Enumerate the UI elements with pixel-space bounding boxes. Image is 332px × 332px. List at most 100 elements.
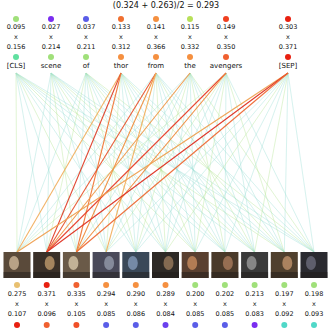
frame-shade — [271, 272, 298, 278]
score-dot — [14, 282, 20, 288]
multiply-sign: x — [286, 33, 290, 41]
attention-line — [136, 73, 288, 252]
score-dot — [285, 16, 291, 22]
multiply-sign: x — [253, 300, 257, 308]
attention-line — [16, 73, 195, 252]
frame-figure — [45, 256, 55, 270]
score-value: 0.105 — [67, 310, 86, 318]
score-dot — [285, 54, 291, 60]
multiply-sign: x — [14, 33, 18, 41]
score-value: 0.141 — [147, 23, 166, 31]
attention-line — [86, 73, 255, 252]
attention-line — [76, 73, 288, 252]
frame-figure — [9, 256, 19, 270]
score-dot — [163, 282, 169, 288]
score-value: 0.084 — [156, 310, 175, 318]
score-value: 0.371 — [37, 290, 56, 298]
score-dot — [153, 16, 159, 22]
attention-line — [51, 73, 314, 252]
frame-shade — [122, 272, 149, 278]
score-dot — [223, 54, 229, 60]
attention-line — [190, 73, 225, 252]
attention-line — [16, 73, 76, 252]
score-dot — [311, 322, 317, 328]
score-value: 0.289 — [156, 290, 175, 298]
score-dot — [163, 322, 169, 328]
attention-line — [47, 73, 226, 252]
attention-line — [86, 73, 314, 252]
attention-line — [156, 73, 255, 252]
attention-line — [226, 73, 284, 252]
multiply-sign: x — [164, 300, 168, 308]
multiply-sign: x — [134, 300, 138, 308]
score-value: 0.085 — [216, 310, 235, 318]
multiply-sign: x — [119, 33, 123, 41]
attention-line — [17, 73, 226, 252]
attention-line — [166, 73, 227, 252]
score-dot — [222, 322, 228, 328]
token-word: [CLS] — [7, 62, 26, 70]
token-word: the — [184, 62, 196, 70]
score-value: 0.213 — [245, 290, 264, 298]
attention-line — [166, 73, 289, 252]
attention-line — [225, 73, 226, 252]
score-dot — [192, 322, 198, 328]
frame-figure — [247, 256, 257, 270]
attention-line — [255, 73, 288, 252]
score-dot — [281, 282, 287, 288]
attention-line — [17, 73, 51, 252]
score-dot — [252, 282, 258, 288]
frame-shade — [301, 272, 328, 278]
score-value: 0.303 — [279, 23, 298, 31]
score-dot — [222, 282, 228, 288]
frame-figure — [68, 256, 78, 270]
score-dot — [48, 16, 54, 22]
score-dot — [13, 16, 19, 22]
frame-figure — [187, 256, 197, 270]
score-value: 0.214 — [42, 43, 61, 51]
attention-line — [47, 73, 156, 252]
attention-line — [226, 73, 314, 252]
multiply-sign: x — [188, 33, 192, 41]
attention-line — [16, 73, 17, 252]
score-value: 0.083 — [245, 310, 264, 318]
attention-line — [288, 73, 314, 252]
score-dot — [187, 54, 193, 60]
score-value: 0.092 — [275, 310, 294, 318]
attention-line — [16, 73, 314, 252]
score-dot — [187, 16, 193, 22]
attention-line — [226, 73, 255, 252]
frame-figure — [104, 256, 114, 270]
frame-shade — [241, 272, 268, 278]
score-value: 0.133 — [112, 23, 131, 31]
attention-lines — [16, 73, 314, 252]
score-value: 0.200 — [186, 290, 205, 298]
frame-figure — [282, 256, 292, 270]
frame-figure — [223, 256, 233, 270]
token-word: avengers — [210, 62, 242, 70]
score-value: 0.027 — [42, 23, 61, 31]
token-word: scene — [41, 62, 62, 70]
attention-line — [16, 73, 255, 252]
frame-shade — [211, 272, 238, 278]
score-value: 0.350 — [217, 43, 236, 51]
score-value: 0.202 — [216, 290, 235, 298]
video-frame — [241, 252, 268, 278]
score-dot — [73, 322, 79, 328]
multiply-sign: x — [223, 300, 227, 308]
score-dot — [14, 322, 20, 328]
video-frame — [182, 252, 209, 278]
frame-shade — [4, 272, 31, 278]
attention-line — [284, 73, 288, 252]
multiply-sign: x — [312, 300, 316, 308]
score-value: 0.037 — [77, 23, 96, 31]
video-frame — [4, 252, 31, 278]
attention-line — [47, 73, 190, 252]
figure-title: (0.324 + 0.263)/2 = 0.293 — [113, 1, 219, 11]
attention-line — [17, 73, 190, 252]
score-value: 0.149 — [217, 23, 236, 31]
attention-line — [47, 73, 288, 252]
attention-line — [17, 73, 288, 252]
attention-line — [76, 73, 226, 252]
score-dot — [103, 282, 109, 288]
